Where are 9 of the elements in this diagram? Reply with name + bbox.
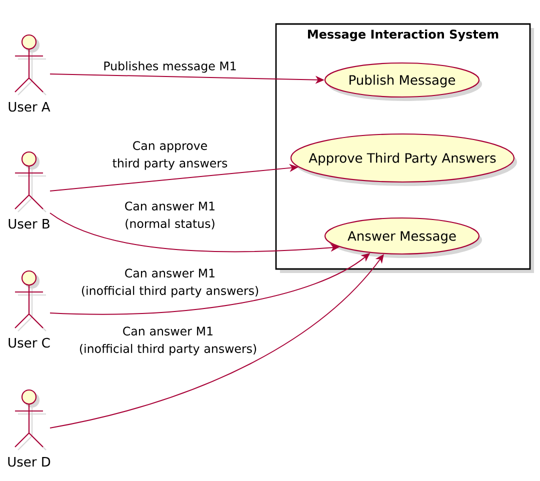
edge-label: Can approve third party answers	[112, 141, 228, 170]
edge-label: Publishes message M1	[104, 61, 236, 73]
actor-name: User C	[8, 338, 50, 348]
actor-name: User A	[8, 102, 50, 112]
edge-label: Can answer M1 (inofficial third party answers)	[80, 326, 256, 356]
edge-label: Can answer M1 (normal status)	[125, 202, 214, 230]
actor-name: User D	[8, 457, 50, 467]
edge-label: Can answer M1 (inofficial third party answers)	[82, 268, 258, 298]
actor-name: User B	[8, 219, 50, 229]
